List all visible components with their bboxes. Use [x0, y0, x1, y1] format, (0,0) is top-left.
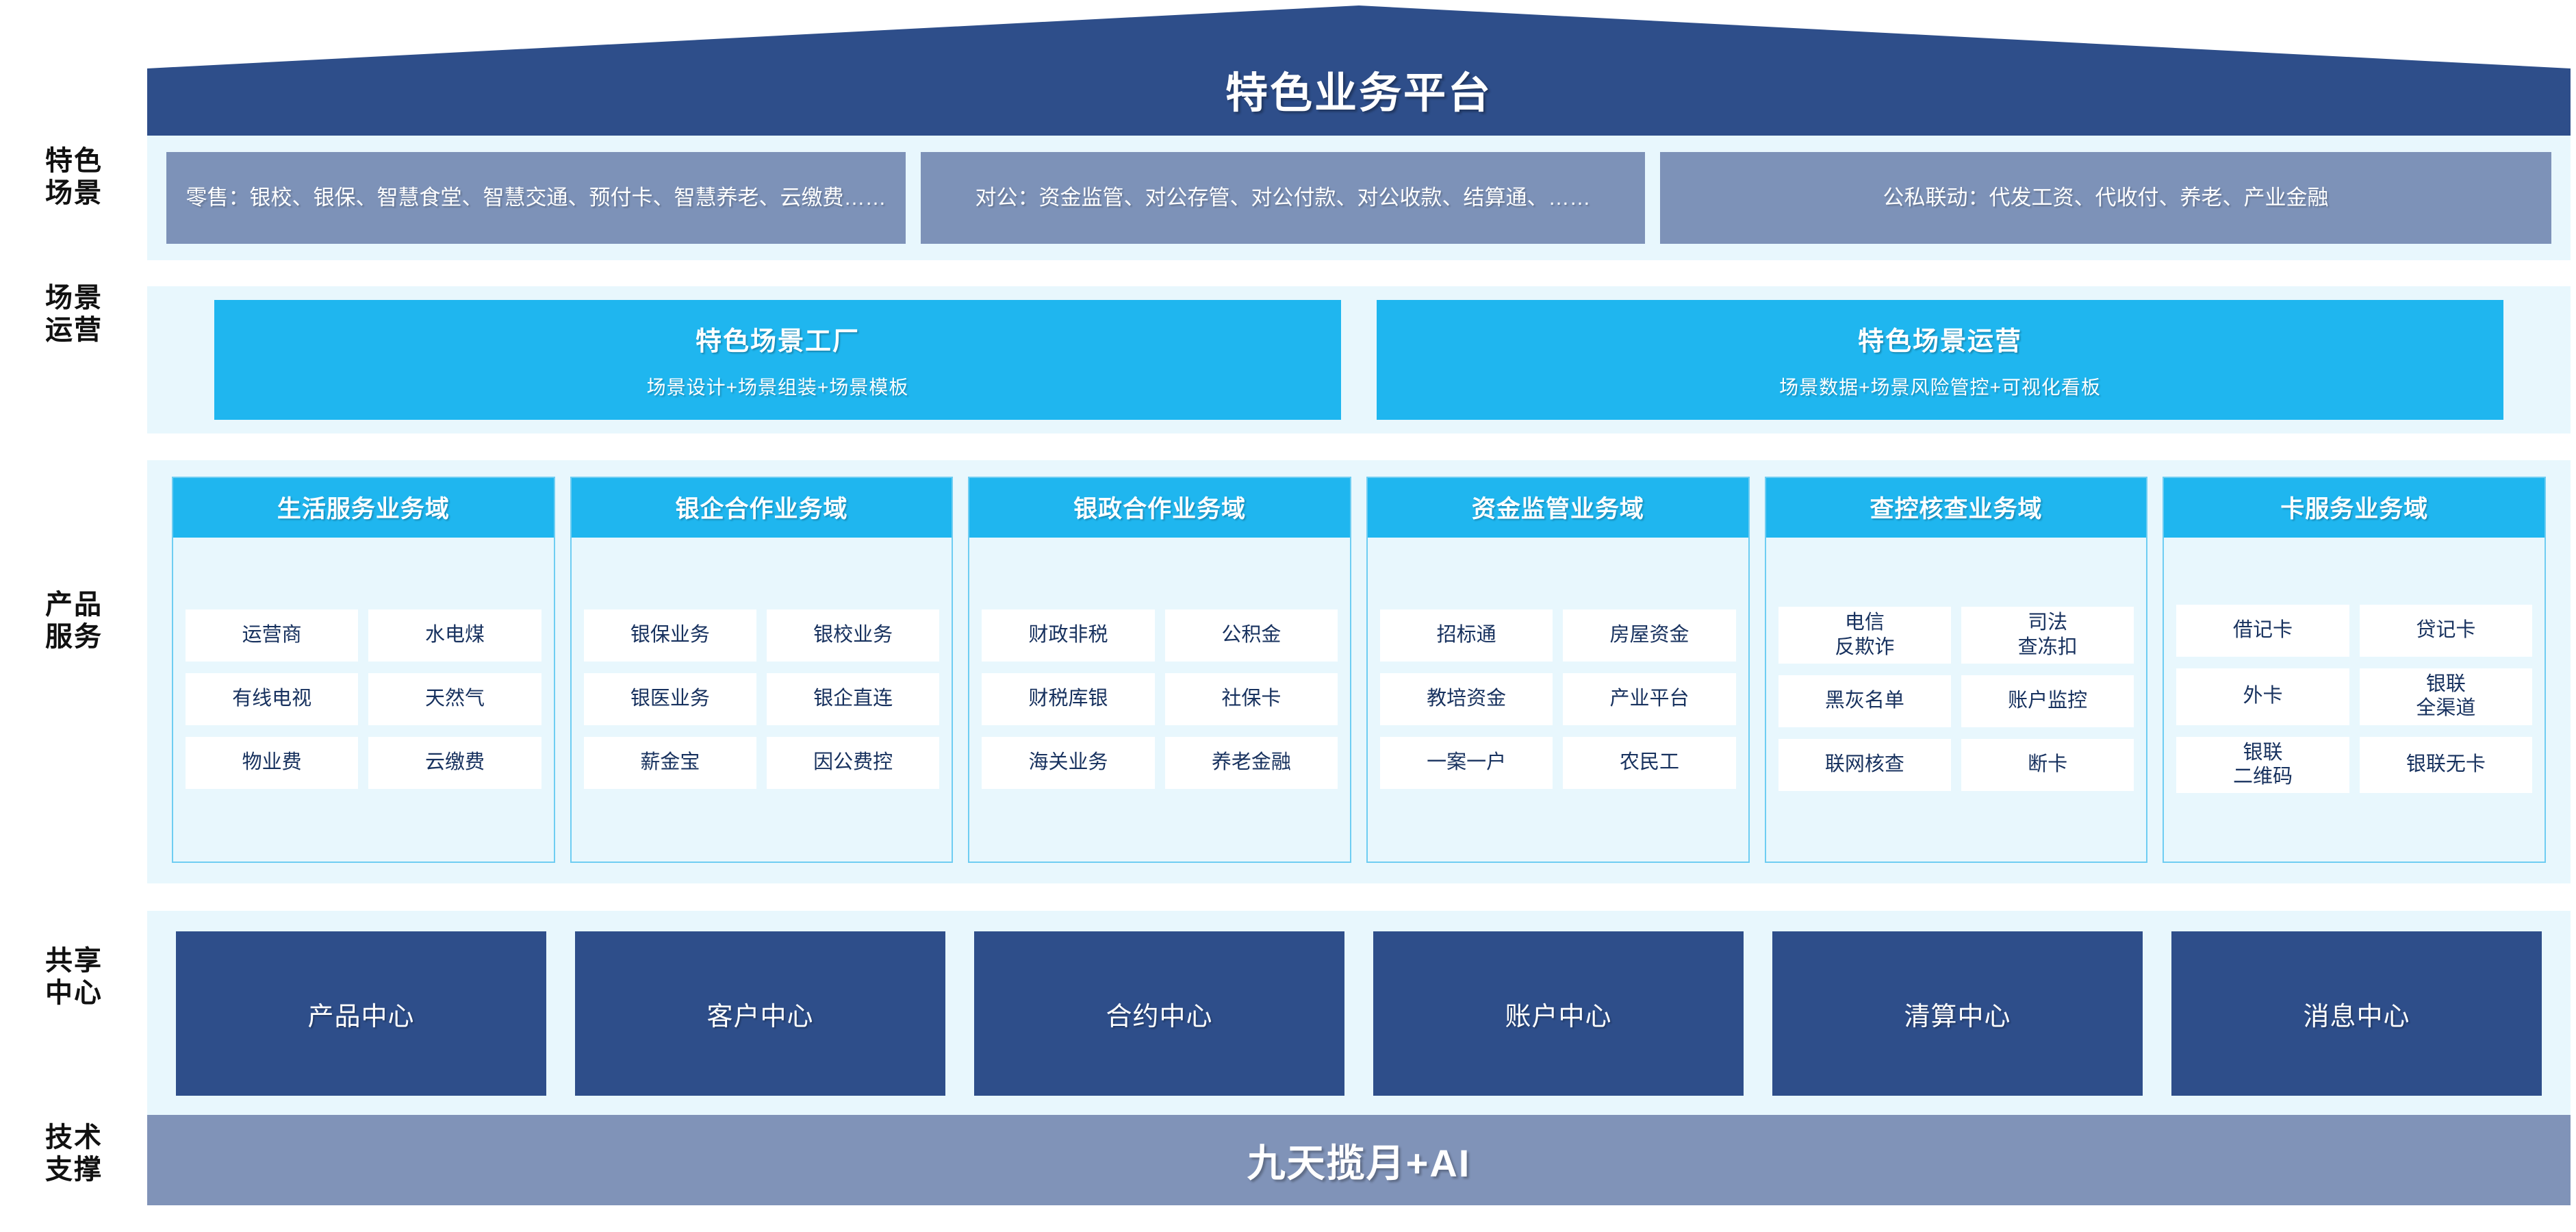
row-label-operation: 场景 运营: [45, 283, 103, 346]
domain-card: 卡服务业务域借记卡贷记卡外卡银联 全渠道银联 二维码银联无卡: [2163, 477, 2547, 863]
row-label-scene: 特色 场景: [45, 146, 103, 209]
shared-center-box[interactable]: 账户中心: [1373, 931, 1744, 1096]
ops-subtitle: 场景设计+场景组装+场景模板: [646, 377, 909, 398]
domain-item-chip[interactable]: 借记卡: [2176, 604, 2349, 657]
domain-item-chip[interactable]: 公积金: [1164, 609, 1338, 662]
domain-item-chip[interactable]: 云缴费: [368, 736, 541, 789]
domain-title: 资金监管业务域: [1368, 478, 1748, 538]
domain-card: 银政合作业务域财政非税公积金财税库银社保卡海关业务养老金融: [968, 477, 1352, 863]
domain-title: 银政合作业务域: [969, 478, 1351, 538]
shared-center-box[interactable]: 合约中心: [974, 931, 1344, 1096]
domain-item-chip[interactable]: 一案一户: [1380, 736, 1553, 789]
scene-band: 零售：银校、银保、智慧食堂、智慧交通、预付卡、智慧养老、云缴费…… 对公：资金监…: [147, 136, 2571, 260]
domain-title: 生活服务业务域: [173, 478, 554, 538]
row-label-shared: 共享 中心: [45, 946, 103, 1009]
ops-box-scene-factory[interactable]: 特色场景工厂 场景设计+场景组装+场景模板: [214, 300, 1341, 420]
domain-item-chip[interactable]: 财税库银: [982, 672, 1155, 725]
domain-card: 资金监管业务域招标通房屋资金教培资金产业平台一案一户农民工: [1366, 477, 1750, 863]
domain-item-chip[interactable]: 薪金宝: [583, 736, 756, 789]
domain-item-chip[interactable]: 银联 全渠道: [2359, 668, 2533, 725]
domain-item-chip[interactable]: 贷记卡: [2359, 604, 2533, 657]
domain-item-chip[interactable]: 运营商: [186, 609, 359, 662]
domain-item-chip[interactable]: 房屋资金: [1563, 609, 1736, 662]
domain-item-chip[interactable]: 水电煤: [368, 609, 541, 662]
domain-item-chip[interactable]: 银联无卡: [2359, 736, 2533, 794]
domain-item-grid: 电信 反欺诈司法 查冻扣黑灰名单账户监控联网核查断卡: [1766, 538, 2147, 862]
row-label-product: 产品 服务: [45, 590, 103, 653]
domain-item-chip[interactable]: 银保业务: [583, 609, 756, 662]
domain-item-chip[interactable]: 有线电视: [186, 672, 359, 725]
domain-item-chip[interactable]: 黑灰名单: [1778, 675, 1952, 727]
scene-box-retail[interactable]: 零售：银校、银保、智慧食堂、智慧交通、预付卡、智慧养老、云缴费……: [166, 152, 906, 244]
domain-item-chip[interactable]: 教培资金: [1380, 672, 1553, 725]
domain-title: 查控核查业务域: [1765, 478, 2147, 538]
domain-item-chip[interactable]: 物业费: [186, 736, 359, 789]
domain-card: 生活服务业务域运营商水电煤有线电视天然气物业费云缴费: [172, 477, 555, 863]
domain-item-chip[interactable]: 社保卡: [1164, 672, 1338, 725]
ops-box-scene-operation[interactable]: 特色场景运营 场景数据+场景风险管控+可视化看板: [1377, 300, 2503, 420]
domain-item-chip[interactable]: 农民工: [1563, 736, 1736, 789]
domain-item-chip[interactable]: 天然气: [368, 672, 541, 725]
domain-item-chip[interactable]: 财政非税: [982, 609, 1155, 662]
domain-item-grid: 运营商水电煤有线电视天然气物业费云缴费: [173, 538, 554, 862]
domain-title: 银企合作业务域: [571, 478, 952, 538]
shared-band: 产品中心客户中心合约中心账户中心清算中心消息中心: [147, 911, 2571, 1116]
domain-item-chip[interactable]: 银医业务: [583, 672, 756, 725]
domain-item-chip[interactable]: 账户监控: [1961, 675, 2134, 727]
shared-center-box[interactable]: 客户中心: [575, 931, 945, 1096]
page-title: 特色业务平台: [1225, 70, 1492, 117]
domain-item-chip[interactable]: 银企直连: [767, 672, 940, 725]
ops-title: 特色场景工厂: [695, 327, 860, 356]
platform-roof: 特色业务平台: [147, 5, 2571, 136]
operation-band: 特色场景工厂 场景设计+场景组装+场景模板 特色场景运营 场景数据+场景风险管控…: [147, 286, 2571, 433]
tech-support-bar[interactable]: 九天揽月+AI: [147, 1115, 2571, 1205]
scene-box-corporate[interactable]: 对公：资金监管、对公存管、对公付款、对公收款、结算通、……: [921, 152, 1645, 244]
domain-item-chip[interactable]: 因公费控: [767, 736, 940, 789]
domain-item-chip[interactable]: 银校业务: [767, 609, 940, 662]
ops-title: 特色场景运营: [1857, 327, 2022, 356]
domain-item-grid: 财政非税公积金财税库银社保卡海关业务养老金融: [969, 538, 1350, 862]
scene-box-linkage[interactable]: 公私联动：代发工资、代收付、养老、产业金融: [1660, 152, 2551, 244]
row-label-tech: 技术 支撑: [45, 1122, 103, 1185]
domain-card: 查控核查业务域电信 反欺诈司法 查冻扣黑灰名单账户监控联网核查断卡: [1764, 477, 2148, 863]
domain-item-chip[interactable]: 电信 反欺诈: [1778, 607, 1952, 664]
domain-item-grid: 招标通房屋资金教培资金产业平台一案一户农民工: [1368, 538, 1748, 862]
domain-item-chip[interactable]: 司法 查冻扣: [1961, 607, 2134, 664]
shared-center-box[interactable]: 产品中心: [176, 931, 546, 1096]
ops-subtitle: 场景数据+场景风险管控+可视化看板: [1779, 377, 2101, 398]
domain-item-grid: 借记卡贷记卡外卡银联 全渠道银联 二维码银联无卡: [2164, 538, 2545, 862]
domain-item-chip[interactable]: 外卡: [2176, 668, 2349, 725]
domain-item-chip[interactable]: 联网核查: [1778, 738, 1952, 791]
domain-item-chip[interactable]: 海关业务: [982, 736, 1155, 789]
shared-center-box[interactable]: 消息中心: [2171, 931, 2542, 1096]
domain-item-grid: 银保业务银校业务银医业务银企直连薪金宝因公费控: [572, 538, 952, 862]
shared-center-box[interactable]: 清算中心: [1772, 931, 2143, 1096]
domain-card: 银企合作业务域银保业务银校业务银医业务银企直连薪金宝因公费控: [570, 477, 954, 863]
product-band: 生活服务业务域运营商水电煤有线电视天然气物业费云缴费银企合作业务域银保业务银校业…: [147, 460, 2571, 883]
domain-item-chip[interactable]: 断卡: [1961, 738, 2134, 791]
domain-item-chip[interactable]: 招标通: [1380, 609, 1553, 662]
domain-item-chip[interactable]: 产业平台: [1563, 672, 1736, 725]
domain-title: 卡服务业务域: [2164, 478, 2545, 538]
domain-item-chip[interactable]: 银联 二维码: [2176, 736, 2349, 794]
domain-item-chip[interactable]: 养老金融: [1164, 736, 1338, 789]
